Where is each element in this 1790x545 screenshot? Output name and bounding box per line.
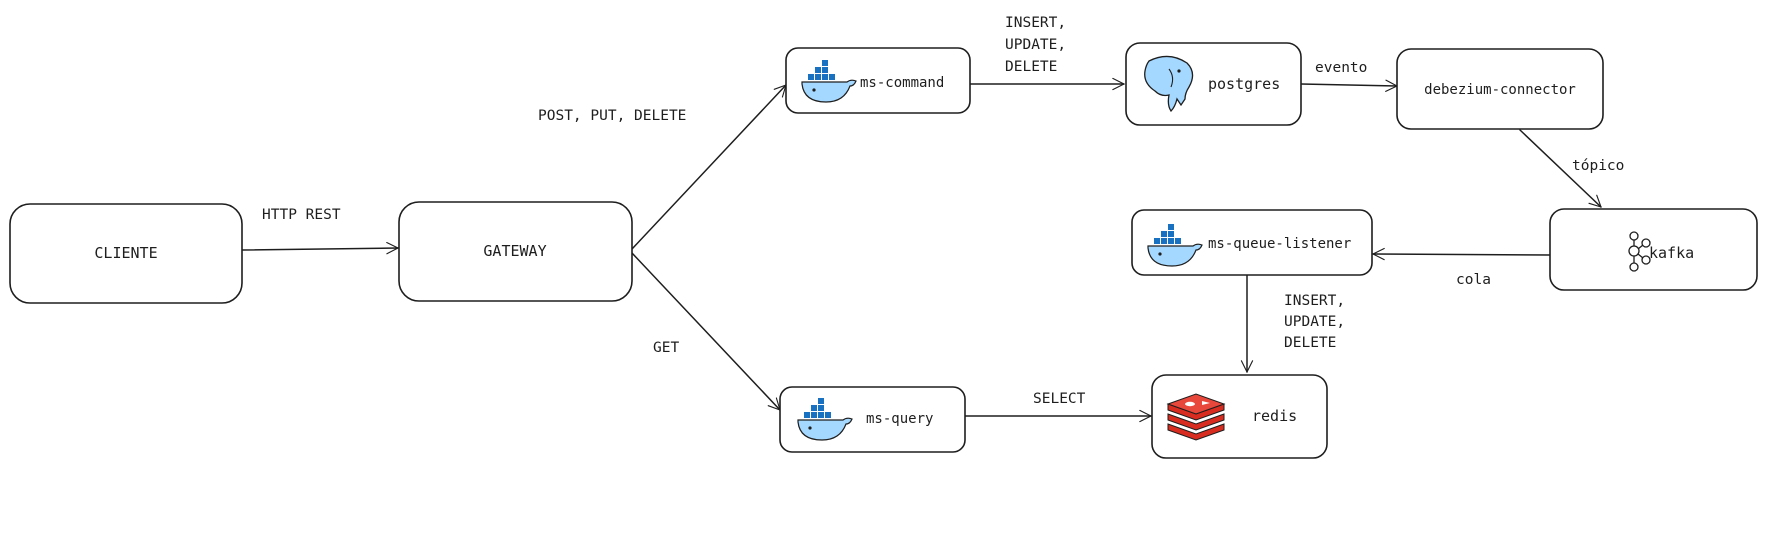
edge-label-topico: tópico xyxy=(1572,158,1624,174)
node-debezium[interactable]: debezium-connector xyxy=(1396,48,1604,130)
postgres-elephant-icon xyxy=(1144,55,1194,113)
node-debezium-label: debezium-connector xyxy=(1424,82,1576,98)
node-redis-label: redis xyxy=(1252,407,1297,425)
edge-label-get: GET xyxy=(653,340,679,356)
node-postgres[interactable]: postgres xyxy=(1125,42,1302,126)
node-ms-command[interactable]: ms-command xyxy=(785,47,971,114)
kafka-icon xyxy=(1628,231,1651,272)
edge-label-evento: evento xyxy=(1315,60,1367,76)
edge-cliente-gateway xyxy=(241,241,399,255)
node-postgres-label: postgres xyxy=(1208,75,1280,93)
docker-whale-icon xyxy=(797,398,853,441)
node-kafka[interactable]: kafka xyxy=(1549,208,1758,291)
edge-label-cola: cola xyxy=(1456,272,1491,288)
node-cliente-label: CLIENTE xyxy=(94,244,157,262)
node-gateway[interactable]: GATEWAY xyxy=(398,201,633,302)
node-ms-queue-listener[interactable]: ms-queue-listener xyxy=(1131,209,1373,276)
node-gateway-label: GATEWAY xyxy=(483,242,546,260)
edge-label-select: SELECT xyxy=(1033,391,1086,407)
edge-label-insert-update-delete-1: INSERT, UPDATE, DELETE xyxy=(1005,15,1075,75)
edge-kafka-ms-queue-listener xyxy=(1372,247,1551,261)
edge-gateway-ms-command xyxy=(631,84,787,250)
node-redis[interactable]: redis xyxy=(1151,374,1328,459)
edge-label-insert-update-delete-2: INSERT, UPDATE, DELETE xyxy=(1284,293,1354,351)
docker-whale-icon xyxy=(1147,224,1203,267)
edge-postgres-debezium xyxy=(1300,79,1398,92)
docker-whale-icon xyxy=(801,60,857,103)
edge-label-post-put-delete: POST, PUT, DELETE xyxy=(538,108,686,124)
edge-debezium-kafka xyxy=(1519,129,1602,208)
edge-label-http-rest: HTTP REST xyxy=(262,207,341,223)
node-ms-query[interactable]: ms-query xyxy=(779,386,966,453)
redis-icon xyxy=(1166,393,1226,441)
node-ms-query-label: ms-query xyxy=(866,411,933,427)
node-kafka-label: kafka xyxy=(1649,244,1694,262)
node-cliente[interactable]: CLIENTE xyxy=(9,203,243,304)
node-ms-queue-listener-label: ms-queue-listener xyxy=(1208,236,1351,252)
edge-gateway-ms-query xyxy=(631,252,781,411)
node-ms-command-label: ms-command xyxy=(860,75,944,91)
